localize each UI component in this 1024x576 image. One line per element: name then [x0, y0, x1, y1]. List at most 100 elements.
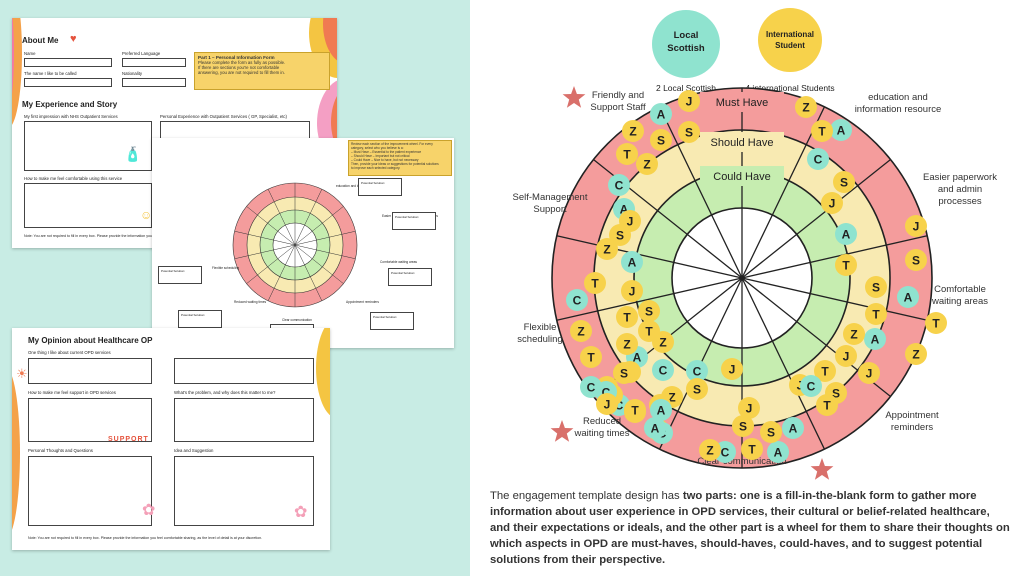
token-letter: T: [818, 125, 826, 139]
preferred-language-field[interactable]: [122, 58, 186, 67]
mini-label-reduced: Reduced waiting times: [234, 300, 267, 304]
solution-box-2[interactable]: Potential Solution:: [392, 212, 436, 230]
token-letter: C: [587, 381, 596, 395]
name-label: Name: [24, 51, 36, 56]
intl-token: [741, 438, 763, 460]
token-letter: S: [767, 426, 775, 440]
token-letter: A: [774, 446, 783, 460]
solution-box-1[interactable]: Potential Solution:: [358, 178, 402, 196]
local-token: [650, 399, 672, 421]
token-letter: C: [573, 294, 582, 308]
token-letter: J: [629, 285, 636, 299]
category-label: processes: [938, 196, 982, 207]
intl-token: [638, 320, 660, 342]
ideas-box[interactable]: [174, 456, 314, 526]
mini-label-appointment: Appointment reminders: [346, 300, 379, 304]
intl-token: [721, 358, 743, 380]
token-letter: A: [628, 256, 637, 270]
token-letter: S: [657, 134, 665, 148]
token-letter: T: [748, 443, 756, 457]
solution-box-3[interactable]: Potential Solution:: [388, 268, 432, 286]
personal-experience-label: Personal Experience with Outpatient Serv…: [160, 114, 287, 119]
category-label: scheduling: [517, 334, 562, 345]
instr-2: category, select who you believe is a:: [351, 146, 404, 150]
comfortable-box[interactable]: [24, 183, 152, 228]
category-label: Self-Management: [513, 192, 588, 203]
intl-token: [621, 280, 643, 302]
footer-note-2: Note: You are not required to fill in ev…: [28, 536, 263, 540]
mini-wheel: [232, 182, 358, 308]
instr-7: to improve each selected category.: [351, 166, 401, 170]
token-letter: S: [616, 229, 624, 243]
wheel-spoke: [741, 159, 891, 279]
wheel-spoke: [658, 106, 743, 279]
opinion-title: My Opinion about Healthcare OP: [28, 336, 153, 345]
category-label: Flexible: [524, 322, 557, 333]
part1-title: Part 1 – Personal Information Form: [198, 55, 275, 60]
intl-token: [570, 320, 592, 342]
intl-token: [732, 415, 754, 437]
category-label: education and: [868, 92, 928, 103]
mini-spoke: [246, 244, 296, 284]
support-box[interactable]: [28, 398, 152, 442]
intl-token: [821, 192, 843, 214]
intl-token: [833, 171, 855, 193]
token-letter: A: [789, 422, 798, 436]
ring-label-bg: [700, 166, 784, 186]
name-field[interactable]: [24, 58, 112, 67]
mini-spoke: [294, 244, 344, 284]
intl-token: [699, 439, 721, 461]
intl-token: [622, 120, 644, 142]
opinion-sheet: My Opinion about Healthcare OP One thing…: [12, 328, 330, 550]
mini-label-comfortable: Comfortable waiting areas: [380, 260, 418, 264]
token-letter: S: [832, 387, 840, 401]
legend: Local Scottish 2 Local Scottish Internat…: [652, 8, 835, 93]
mini-spoke: [294, 206, 344, 246]
footer-note-1: Note: You are not required to fill in ev…: [24, 234, 259, 238]
intl-token: [843, 323, 865, 345]
heart-icon: ♥: [70, 33, 77, 45]
intl-token: [858, 362, 880, 384]
first-impression-box[interactable]: [24, 121, 152, 171]
wheel-spoke: [556, 277, 743, 321]
intl-token: [905, 249, 927, 271]
token-letter: J: [746, 402, 753, 416]
intl-token: [925, 312, 947, 334]
solution-box-7[interactable]: Potential Solution:: [158, 266, 202, 284]
intl-token: [678, 121, 700, 143]
intl-token: [811, 120, 833, 142]
solution-box-6[interactable]: Potential Solution:: [178, 310, 222, 328]
caption-bold: two parts: one is a fill-in-the-blank fo…: [490, 490, 1010, 566]
intl-token: [686, 378, 708, 400]
category-label: Clear communication: [697, 456, 786, 467]
called-field[interactable]: [24, 78, 112, 87]
nationality-field[interactable]: [122, 78, 186, 87]
token-letter: S: [693, 383, 701, 397]
about-me-title: About Me: [22, 36, 59, 45]
token-letter: T: [631, 404, 639, 418]
solution-box-4[interactable]: Potential Solution:: [370, 312, 414, 330]
token-letter: J: [604, 398, 611, 412]
like-box[interactable]: [28, 358, 152, 384]
token-letter: Z: [659, 336, 666, 350]
token-letter: C: [602, 386, 611, 400]
like-box-2[interactable]: [174, 358, 314, 384]
experience-title: My Experience and Story: [22, 100, 118, 109]
token-letter: A: [633, 351, 642, 365]
problem-box[interactable]: [174, 398, 314, 442]
local-token: [800, 375, 822, 397]
thoughts-box[interactable]: [28, 456, 152, 526]
called-label: The name I like to be called: [24, 71, 77, 76]
legend-intl-circle: [758, 8, 822, 72]
part1-text-1: Please complete the form as fully as pos…: [198, 60, 286, 65]
wheel-instructions: Review each section of the improvement w…: [348, 140, 452, 176]
category-label: waiting areas: [931, 296, 988, 307]
mini-spoke: [294, 189, 323, 246]
intl-token: [865, 303, 887, 325]
mini-spoke: [294, 230, 356, 246]
token-letter: T: [823, 399, 831, 413]
category-label: Friendly and: [592, 90, 644, 101]
token-letter: A: [837, 124, 846, 138]
intl-token: [760, 421, 782, 443]
local-token: [807, 148, 829, 170]
